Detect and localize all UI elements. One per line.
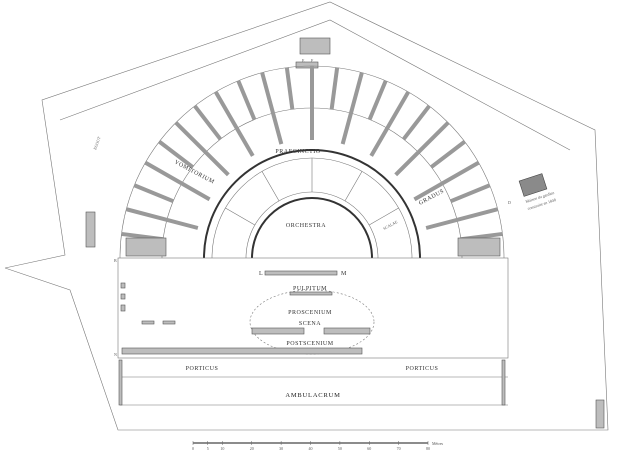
letter-n: N — [114, 352, 117, 357]
radial-wall — [394, 121, 450, 177]
letter-l: L — [259, 271, 263, 277]
pulpitum-front-wall — [264, 270, 338, 276]
radial-wall — [236, 79, 257, 121]
proscenium-outline — [249, 289, 375, 355]
orchestra-ring — [245, 191, 379, 259]
stage-area — [117, 257, 509, 359]
left-block-1 — [141, 320, 155, 325]
scale-tick-label: 40 — [309, 446, 313, 451]
label-scena: SCENA — [299, 321, 321, 327]
radial-wall — [144, 160, 211, 202]
scale-tick-label: 10 — [220, 446, 224, 451]
radial-wall — [329, 67, 340, 110]
left-pier-3 — [120, 304, 126, 312]
west-entrance-block — [125, 237, 167, 257]
scale-tick-label: 50 — [338, 446, 342, 451]
label-postscenium: POSTSCENIUM — [286, 341, 333, 347]
radial-wall — [174, 121, 230, 177]
cuneus-divider — [369, 207, 399, 226]
scale-tick-label: 30 — [279, 446, 283, 451]
cavea — [119, 65, 505, 259]
radial-wall — [402, 104, 431, 141]
radial-wall — [193, 104, 222, 141]
label-pulpitum: PULPITUM — [293, 286, 327, 292]
radial-wall — [450, 183, 491, 204]
scale-unit: Mètres — [432, 441, 444, 446]
radial-wall — [413, 160, 480, 202]
scale-tick-label: 20 — [250, 446, 254, 451]
inner-boundary — [59, 19, 571, 151]
cuneus-divider — [344, 171, 363, 201]
scale-tick-label: 60 — [367, 446, 371, 451]
left-pier-2 — [120, 293, 126, 300]
scale-tick-label: 80 — [426, 446, 430, 451]
radial-wall — [260, 72, 284, 145]
guardian-house — [518, 173, 548, 197]
label-proscenium: PROSCENIUM — [288, 310, 332, 316]
pulpitum-wall — [289, 291, 333, 296]
radial-wall — [430, 140, 466, 169]
radial-wall — [125, 207, 199, 230]
letter-d: D — [508, 200, 511, 205]
label-porticus-right: PORTICUS — [406, 366, 439, 372]
label-egout: EGOUT — [92, 135, 102, 150]
letter-f: F — [311, 58, 314, 63]
radial-wall — [369, 90, 411, 157]
north-structure — [299, 37, 331, 55]
letter-m: M — [341, 271, 347, 277]
radial-wall — [158, 140, 194, 169]
label-orchestra: ORCHESTRA — [286, 223, 326, 229]
praecinctio-wall — [203, 149, 421, 259]
east-entrance-block — [457, 237, 501, 257]
scena-wall-left — [251, 327, 305, 335]
label-porticus-left: PORTICUS — [186, 366, 219, 372]
left-block-2 — [162, 320, 176, 325]
egout-wall — [85, 211, 96, 248]
label-praecinctio: PRAECINCTIO — [275, 149, 320, 155]
orchestra-wall — [251, 197, 373, 259]
radial-wall — [367, 79, 388, 121]
label-ambulacrum: AMBULACRUM — [285, 392, 340, 399]
radial-wall — [213, 90, 255, 157]
label-scalae: SCALAE — [382, 219, 399, 231]
corner-block — [595, 399, 605, 429]
left-pier-1 — [120, 282, 126, 289]
postscenium-wall — [121, 347, 363, 355]
scale-tick-label: 70 — [397, 446, 401, 451]
cuneus-divider — [225, 207, 255, 226]
radial-wall — [340, 72, 364, 145]
letter-b: B — [114, 258, 117, 263]
scena-wall-right — [323, 327, 371, 335]
scale-tick-label: 0 — [192, 446, 194, 451]
site-boundary — [4, 1, 609, 431]
radial-wall — [133, 183, 174, 204]
porticus-right-wall — [501, 359, 506, 406]
radial-wall — [284, 67, 295, 110]
porticus-left-wall — [118, 359, 123, 406]
north-passage — [295, 61, 319, 69]
letter-e: E — [302, 58, 305, 63]
scale-tick-label: 5 — [207, 446, 209, 451]
cuneus-divider — [261, 171, 280, 201]
radial-wall — [425, 207, 499, 230]
